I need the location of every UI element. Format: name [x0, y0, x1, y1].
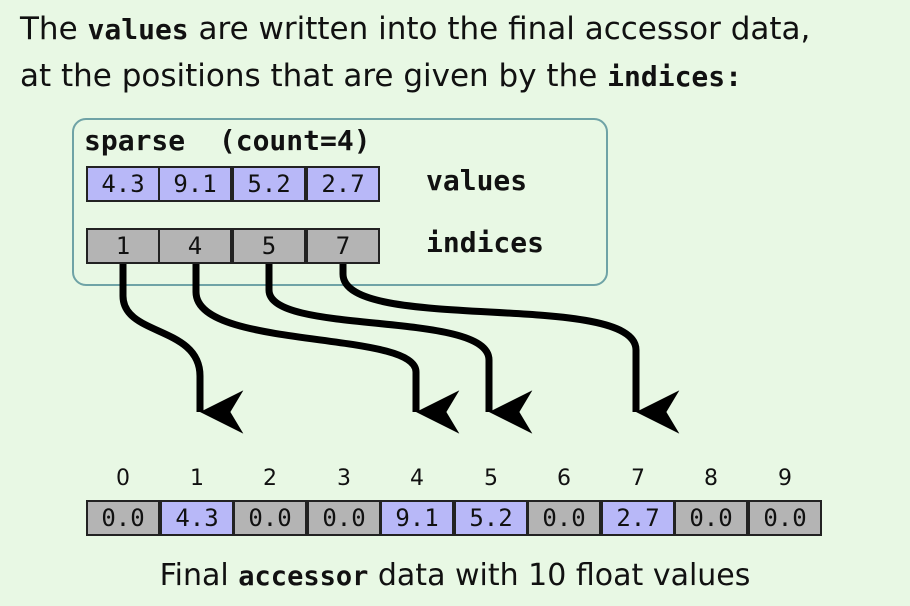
intro-text: The values are written into the final ac…: [20, 6, 810, 100]
value-cell: 9.1: [158, 166, 232, 202]
position-label: 0: [116, 466, 130, 491]
output-cell: 0.0: [233, 500, 307, 536]
value-cell: 5.2: [232, 166, 306, 202]
caption: Final accessor data with 10 float values: [0, 558, 910, 593]
index-cell: 4: [158, 228, 232, 264]
output-cell: 9.1: [380, 500, 454, 536]
arrow-index-7: [339, 264, 680, 434]
value-cell: 2.7: [306, 166, 380, 202]
index-cell: 5: [232, 228, 306, 264]
position-label: 5: [484, 466, 498, 491]
position-label: 7: [631, 466, 645, 491]
indices-label: indices: [426, 226, 545, 259]
caption-post: data with 10 float values: [368, 558, 751, 593]
output-cell: 0.0: [748, 500, 822, 536]
position-label: 3: [337, 466, 351, 491]
caption-pre: Final: [159, 558, 239, 593]
value-cell: 4.3: [86, 166, 160, 202]
intro-indices-code: indices: [607, 60, 726, 93]
position-label: 6: [557, 466, 571, 491]
output-cell: 2.7: [601, 500, 675, 536]
sparse-title: sparse (count=4): [84, 124, 371, 157]
arrow-index-5: [265, 264, 533, 434]
caption-code: accessor: [238, 561, 369, 592]
position-label: 8: [704, 466, 718, 491]
position-label: 9: [778, 466, 792, 491]
position-label: 1: [190, 466, 204, 491]
output-cell: 0.0: [527, 500, 601, 536]
output-cell: 5.2: [454, 500, 528, 536]
output-cell: 0.0: [86, 500, 160, 536]
sparse-container: [72, 118, 608, 286]
output-cell: 4.3: [160, 500, 234, 536]
intro-line2-post: :: [725, 60, 743, 93]
arrow-index-1: [119, 264, 244, 434]
intro-line1-pre: The: [20, 11, 88, 47]
values-label: values: [426, 164, 528, 197]
output-cell: 0.0: [307, 500, 381, 536]
position-label: 4: [410, 466, 424, 491]
index-cell: 1: [86, 228, 160, 264]
intro-line1-post: are written into the final accessor data…: [188, 11, 811, 47]
position-label: 2: [263, 466, 277, 491]
index-cell: 7: [306, 228, 380, 264]
intro-line2-pre: at the positions that are given by the: [20, 58, 608, 94]
output-cell: 0.0: [674, 500, 748, 536]
intro-values-code: values: [87, 13, 189, 46]
arrow-index-4: [192, 264, 460, 434]
